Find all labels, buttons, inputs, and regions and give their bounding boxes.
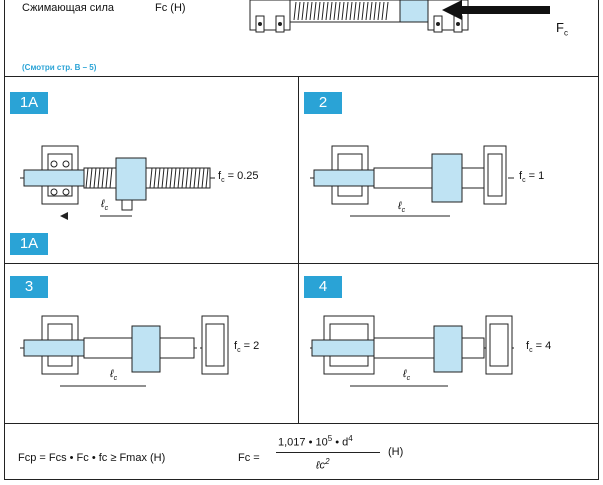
- case-2-lc: ℓc: [398, 200, 406, 215]
- formula-unit: (H): [388, 446, 404, 458]
- row-divider-header: [4, 76, 599, 77]
- formula-left: Fcp = Fcs • Fc • fc ≥ Fmax (H): [18, 452, 166, 464]
- table-frame: [4, 0, 599, 480]
- case-badge-2: 2: [304, 92, 342, 114]
- case-badge-1a-secondary: 1A: [10, 233, 48, 255]
- formula-fraction-bar: [276, 452, 380, 453]
- case-3-lc: ℓc: [110, 368, 118, 383]
- case-3-diagram: [20, 315, 229, 387]
- row-divider-middle: [4, 263, 599, 264]
- formula-denominator: ℓc2: [316, 457, 330, 472]
- case-1a-lc: ℓc: [101, 198, 109, 213]
- case-4-factor: fc = 4: [526, 340, 552, 355]
- force-label: Fc: [556, 20, 568, 38]
- header-label: Сжимающая сила: [22, 2, 114, 14]
- case-badge-4: 4: [304, 276, 342, 298]
- case-2-factor: fc = 1: [519, 170, 545, 185]
- case-4-lc: ℓc: [403, 368, 411, 383]
- case-2-diagram: [310, 145, 515, 217]
- header-diagram: [249, 0, 550, 33]
- case-badge-3: 3: [10, 276, 48, 298]
- page-reference-note: (Смотри стр. B – 5): [22, 63, 97, 72]
- case-4-diagram: [310, 315, 515, 387]
- case-1a-factor: fc = 0.25: [218, 170, 259, 185]
- column-divider: [298, 76, 299, 423]
- header-symbol: Fc (H): [155, 2, 186, 14]
- row-divider-formula: [4, 423, 599, 424]
- formula-fc-prefix: Fc =: [238, 452, 260, 464]
- formula-numerator: 1,017 • 105 • d4: [278, 434, 353, 449]
- case-badge-1a: 1A: [10, 92, 48, 114]
- case-3-factor: fc = 2: [234, 340, 260, 355]
- case-1a-diagram: [20, 145, 215, 220]
